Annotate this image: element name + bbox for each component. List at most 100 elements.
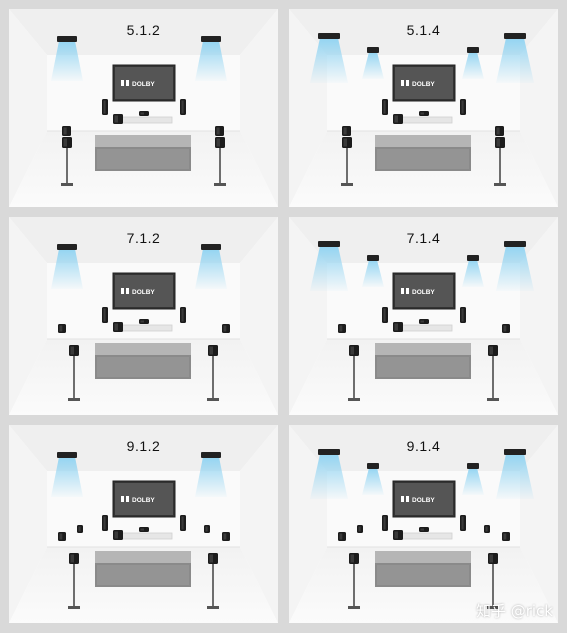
tv-stand: [395, 532, 453, 540]
ceiling-speaker-front-right: [496, 449, 534, 499]
surround-right-speaker-base: [487, 606, 499, 609]
surround-back-left-speaker-highlight: [339, 533, 343, 540]
surround-right-speaker: [215, 126, 224, 136]
surround-left-speaker: [68, 553, 80, 609]
ceiling-speaker-rear-left: [362, 255, 384, 287]
surround-back-right-speaker-highlight: [503, 533, 507, 540]
front-left-speaker-highlight: [103, 100, 106, 114]
center-speaker: [139, 527, 149, 532]
surround-right-speaker: [487, 553, 499, 609]
ceiling-speaker-front-right: [496, 33, 534, 83]
surround-left-speaker-base: [68, 398, 80, 401]
front-left-speaker: [102, 99, 108, 115]
ceiling-speaker-left-beam: [51, 41, 83, 81]
surround-back-right-speaker: [222, 324, 230, 333]
ceiling-speaker-rear-right-unit: [467, 47, 479, 53]
tv-screen: DOLBY: [112, 64, 176, 102]
sofa-back: [95, 135, 191, 149]
surround-left-speaker-highlight: [70, 554, 74, 563]
subwoofer-highlight: [394, 115, 398, 123]
front-right-speaker-highlight: [181, 516, 184, 530]
ceiling-surface: [289, 9, 558, 55]
ceiling-speaker-rear-right: [462, 47, 484, 79]
left-wall: [9, 425, 47, 623]
right-wall: [520, 425, 558, 623]
ceiling-speaker-front-right-beam: [496, 246, 534, 291]
ceiling-speaker-rear-left-unit: [367, 255, 379, 261]
surround-right-speaker-highlight: [216, 127, 220, 135]
ceiling-speaker-rear-right-beam: [462, 260, 484, 287]
ceiling-speaker-front-left-beam: [310, 246, 348, 291]
front-left-speaker-highlight: [383, 100, 386, 114]
ceiling-speaker-rear-left-unit: [367, 47, 379, 53]
dolby-logo-text: DOLBY: [412, 81, 435, 88]
tv-screen: DOLBY: [112, 480, 176, 518]
surround-left-speaker: [348, 553, 360, 609]
room-illustration: DOLBY: [9, 9, 278, 207]
subwoofer: [393, 114, 403, 124]
ceiling-speaker-rear-right: [462, 255, 484, 287]
ceiling-speaker-front-left: [310, 449, 348, 499]
layout-panel-5-1-4: DOLBY 5.1.4: [289, 9, 558, 207]
ceiling-speaker-front-right-unit: [504, 449, 526, 455]
ceiling-speaker-right: [195, 244, 227, 289]
surround-back-right-speaker-highlight: [503, 325, 507, 332]
surround-back-right-speaker-highlight: [223, 533, 227, 540]
surround-back-left-speaker-highlight: [339, 325, 343, 332]
ceiling-speaker-left-beam: [51, 249, 83, 289]
dolby-logo-icon-gap: [404, 496, 406, 502]
ceiling-speaker-right-beam: [195, 457, 227, 497]
surround-left-stand-speaker-highlight: [63, 138, 67, 147]
surround-back-right-speaker: [502, 532, 510, 541]
sofa: [95, 135, 191, 171]
dolby-logo-text: DOLBY: [132, 81, 155, 88]
ceiling-speaker-left: [51, 244, 83, 289]
room-illustration: DOLBY: [289, 9, 558, 207]
surround-right-speaker-highlight: [209, 554, 213, 563]
sofa: [95, 343, 191, 379]
ceiling-speaker-left: [51, 36, 83, 81]
dolby-logo-text: DOLBY: [412, 289, 435, 296]
center-speaker: [139, 319, 149, 324]
dolby-logo-icon-gap: [124, 288, 126, 294]
surround-left-stand-speaker: [61, 137, 73, 186]
ceiling-speaker-front-left-beam: [310, 38, 348, 83]
ceiling-speaker-rear-left-beam: [362, 260, 384, 287]
sofa: [95, 551, 191, 587]
ceiling-speaker-front-right-unit: [504, 241, 526, 247]
room-illustration: DOLBY: [9, 217, 278, 415]
front-left-speaker-highlight: [103, 308, 106, 322]
ceiling-speaker-left-unit: [57, 244, 77, 250]
ceiling-speaker-right-beam: [195, 249, 227, 289]
dolby-logo-icon-gap: [404, 80, 406, 86]
subwoofer: [393, 322, 403, 332]
surround-right-speaker: [207, 345, 219, 401]
surround-back-left-speaker: [58, 532, 66, 541]
tv-stand: [115, 324, 173, 332]
ceiling-speaker-rear-left: [362, 463, 384, 495]
ceiling-speaker-front-left-beam: [310, 454, 348, 499]
front-wide-left-speaker-highlight: [358, 526, 361, 532]
subwoofer-highlight: [114, 323, 118, 331]
sofa: [375, 343, 471, 379]
ceiling-speaker-front-right: [496, 241, 534, 291]
layout-label: 7.1.2: [126, 230, 161, 246]
layout-label: 5.1.4: [406, 22, 441, 38]
center-speaker-highlight: [140, 528, 144, 531]
surround-right-speaker: [487, 345, 499, 401]
surround-back-left-speaker: [338, 532, 346, 541]
surround-right-stand-speaker-base: [214, 183, 226, 186]
ceiling-speaker-front-left: [310, 241, 348, 291]
center-speaker: [419, 527, 429, 532]
center-speaker: [419, 319, 429, 324]
subwoofer-highlight: [394, 531, 398, 539]
ceiling-speaker-front-right-beam: [496, 38, 534, 83]
center-speaker-highlight: [420, 320, 424, 323]
surround-left-speaker-base: [348, 606, 360, 609]
ceiling-speaker-rear-right-beam: [462, 468, 484, 495]
subwoofer-highlight: [114, 531, 118, 539]
